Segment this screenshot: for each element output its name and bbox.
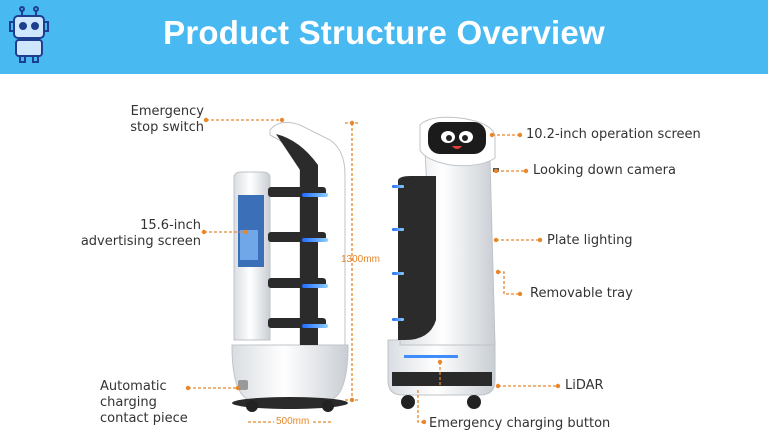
robot-logo-icon: [9, 6, 49, 63]
label-plate-lighting: Plate lighting: [547, 233, 633, 248]
right-robot: [387, 116, 499, 409]
label-operation-screen: 10.2-inch operation screen: [526, 127, 701, 142]
label-charging-line1: Automatic: [100, 379, 167, 394]
label-emergency-stop-line2: stop switch: [130, 120, 204, 135]
page-title: Product Structure Overview: [163, 14, 605, 51]
label-emergency-stop: Emergency stop switch: [96, 104, 204, 136]
label-charging-button: Emergency charging button: [429, 416, 611, 431]
label-charging-line2: charging: [100, 395, 157, 410]
left-robot: [231, 121, 349, 412]
label-removable-tray: Removable tray: [530, 286, 633, 301]
label-advert-line2: advertising screen: [80, 234, 201, 249]
label-lidar: LiDAR: [565, 378, 604, 393]
label-charging-contact: Automatic charging contact piece: [100, 379, 190, 427]
height-dimension: 1300mm: [341, 254, 380, 265]
label-emergency-stop-line1: Emergency: [130, 104, 204, 119]
title-banner: [0, 0, 768, 74]
label-charging-line3: contact piece: [100, 411, 188, 426]
label-advert-line1: 15.6-inch: [140, 218, 201, 233]
label-camera: Looking down camera: [533, 163, 676, 178]
width-dimension: 500mm: [274, 416, 312, 427]
label-advertising-screen: 15.6-inch advertising screen: [64, 218, 201, 250]
